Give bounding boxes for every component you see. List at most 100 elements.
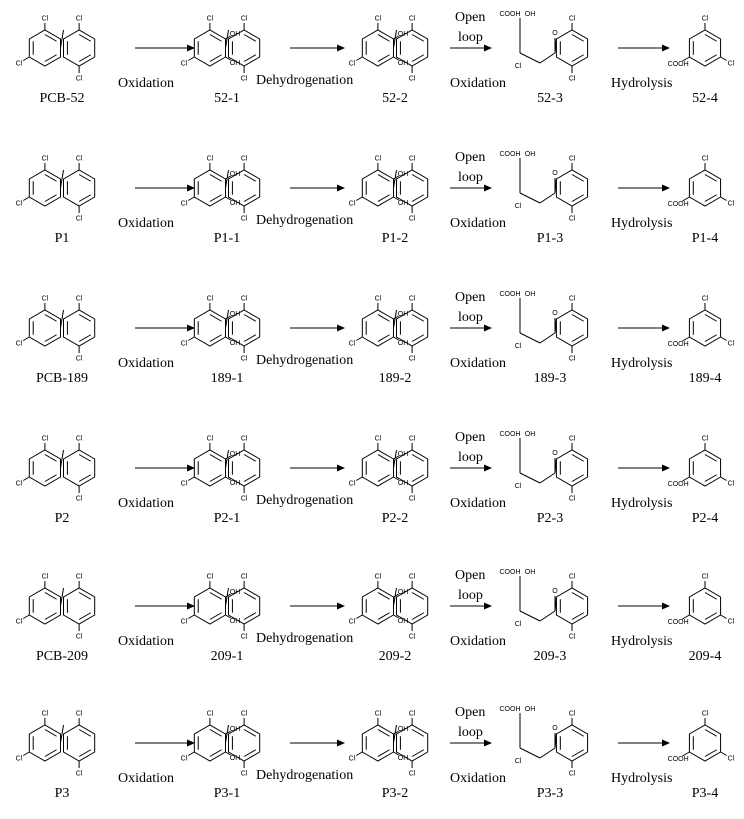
compound-label: P2 [54, 511, 70, 526]
compound-label: P1-2 [381, 231, 409, 246]
atom-label: OH [230, 340, 241, 347]
atom-label: Cl [515, 758, 522, 765]
reaction-label-open: Open [455, 705, 486, 720]
reaction-label-oxidation: Oxidation [118, 76, 174, 91]
atom-label: Cl [409, 156, 416, 163]
atom-label: Cl [241, 16, 248, 23]
atom-label: Cl [569, 436, 576, 443]
atom-label: OH [230, 451, 241, 458]
atom-label: Cl [702, 436, 709, 443]
reaction-label-oxidation: Oxidation [118, 771, 174, 786]
compound-label: 209-3 [533, 649, 567, 664]
reaction-label-open: Open [455, 290, 486, 305]
atom-label: Cl [76, 634, 83, 641]
atom-label: OH [525, 569, 536, 576]
atom-label: Cl [42, 296, 49, 303]
atom-label: Cl [349, 61, 356, 68]
atom-label: Cl [409, 496, 416, 503]
reaction-label-hydrolysis: Hydrolysis [611, 771, 673, 786]
atom-label: Cl [409, 574, 416, 581]
atom-label: Cl [409, 771, 416, 778]
reaction-label-oxidation: Oxidation [118, 496, 174, 511]
atom-label: OH [525, 151, 536, 158]
compound-label: P1-3 [536, 231, 564, 246]
atom-label: Cl [76, 711, 83, 718]
atom-label: Cl [181, 756, 188, 763]
atom-label: Cl [16, 619, 23, 626]
reaction-label-dehydrogenation: Dehydrogenation [256, 631, 354, 646]
reaction-arrow [450, 739, 492, 747]
atom-label: Cl [515, 621, 522, 628]
atom-label: Cl [375, 156, 382, 163]
atom-label: Cl [76, 76, 83, 83]
atom-label: Cl [702, 711, 709, 718]
atom-label: Cl [76, 436, 83, 443]
reaction-arrow [618, 602, 670, 610]
atom-label: OH [230, 726, 241, 733]
reaction-arrow [135, 602, 195, 610]
atom-label: Cl [375, 296, 382, 303]
reaction-arrow [290, 324, 345, 332]
atom-label: Cl [515, 343, 522, 350]
atom-label: COOH [500, 291, 521, 298]
atom-label: Cl [42, 574, 49, 581]
compound-label: 52-4 [692, 91, 718, 106]
atom-label: COOH [668, 619, 689, 626]
reaction-label-dehydrogenation: Dehydrogenation [256, 353, 354, 368]
reaction-label-hydrolysis: Hydrolysis [611, 496, 673, 511]
atom-label: Cl [241, 496, 248, 503]
atom-label: Cl [16, 341, 23, 348]
atom-label: Cl [241, 356, 248, 363]
compound-label: 209-4 [688, 649, 722, 664]
atom-label: Cl [728, 481, 735, 488]
reaction-arrow [450, 324, 492, 332]
atom-label: Cl [702, 574, 709, 581]
atom-label: Cl [76, 16, 83, 23]
atom-label: OH [398, 618, 409, 625]
atom-label: Cl [16, 201, 23, 208]
atom-label: Cl [569, 16, 576, 23]
compound-label: 52-3 [537, 91, 563, 106]
atom-label: Cl [375, 711, 382, 718]
atom-label: Cl [349, 481, 356, 488]
reaction-label-dehydrogenation: Dehydrogenation [256, 768, 354, 783]
reaction-label-loop: loop [458, 450, 483, 465]
compound-label: P3-1 [213, 786, 241, 801]
atom-label: Cl [569, 296, 576, 303]
atom-label: Cl [515, 63, 522, 70]
reaction-label-loop: loop [458, 170, 483, 185]
compound-label: P1 [54, 231, 70, 246]
reaction-label-dehydrogenation: Dehydrogenation [256, 493, 354, 508]
atom-label: Cl [181, 341, 188, 348]
reaction-label-loop: loop [458, 30, 483, 45]
reaction-label-dehydrogenation: Dehydrogenation [256, 213, 354, 228]
atom-label: OH [230, 200, 241, 207]
atom-label: OH [230, 480, 241, 487]
atom-label: Cl [76, 574, 83, 581]
reaction-arrow [618, 44, 670, 52]
atom-label: Cl [207, 156, 214, 163]
atom-label: Cl [375, 574, 382, 581]
atom-label: Cl [569, 634, 576, 641]
atom-label: OH [230, 618, 241, 625]
atom-label: Cl [207, 574, 214, 581]
